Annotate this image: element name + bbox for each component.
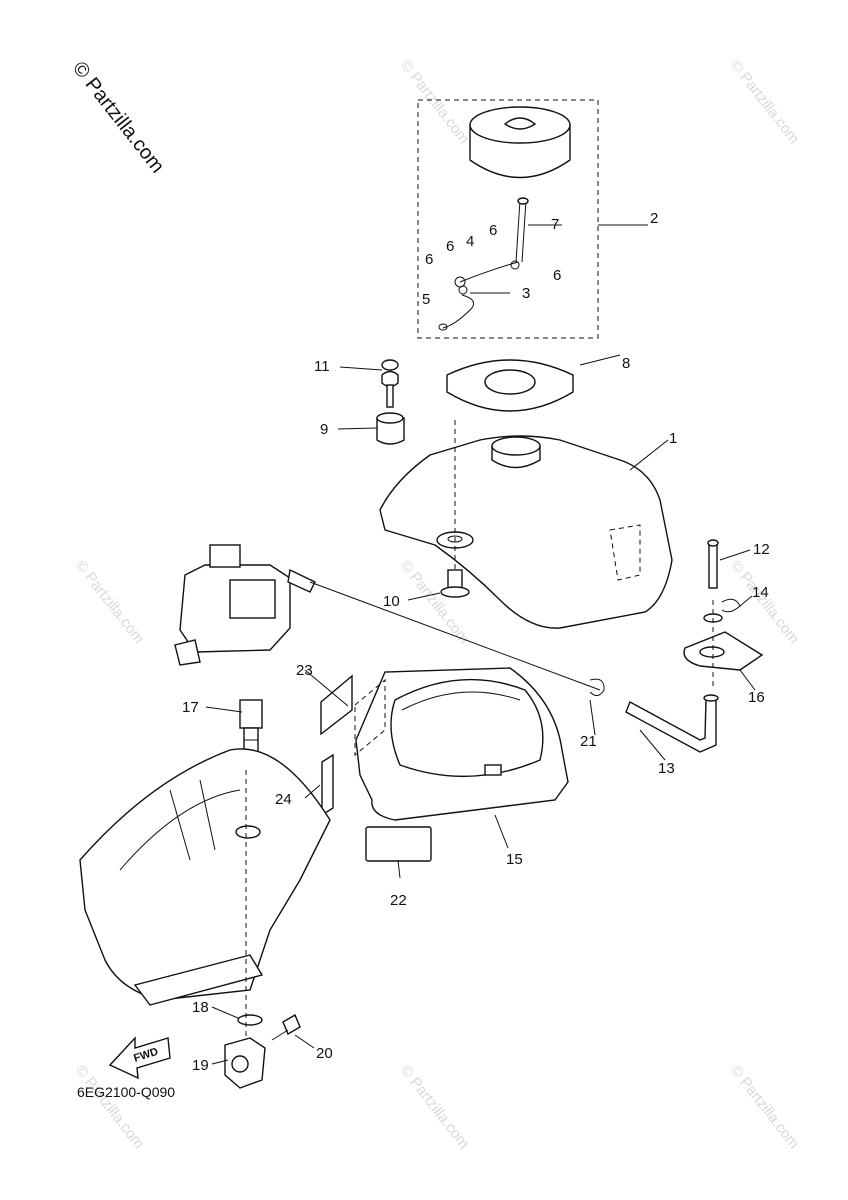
callout-21: 21 — [580, 733, 597, 750]
callout-16: 16 — [748, 689, 765, 706]
callout-4: 4 — [466, 233, 474, 250]
callout-6: 6 — [553, 267, 561, 284]
watermark: © Partzilla.com — [72, 557, 148, 647]
guide-line — [309, 581, 601, 691]
callout-11: 11 — [314, 358, 330, 375]
callout-23: 23 — [296, 662, 313, 679]
callout-6: 6 — [425, 251, 433, 268]
callout-5: 5 — [422, 291, 430, 308]
copyright-brand: © Partzilla.com — [68, 58, 168, 178]
fwd-arrow: FWD — [108, 1036, 171, 1080]
callout-24: 24 — [275, 791, 292, 808]
watermark: © Partzilla.com — [727, 57, 803, 147]
watermark: © Partzilla.com — [397, 57, 473, 147]
fuel-cap — [469, 106, 571, 179]
fuel-hose — [625, 694, 719, 753]
bracket-assembly — [683, 539, 764, 671]
guide-line — [354, 678, 386, 757]
hose-clip — [589, 678, 605, 696]
callout-17: 17 — [182, 699, 199, 716]
diagram-code: 6EG2100-Q090 — [77, 1084, 175, 1100]
callout-12: 12 — [753, 541, 770, 558]
callout-10: 10 — [383, 593, 400, 610]
callout-18: 18 — [192, 999, 209, 1016]
leader-lines — [205, 224, 756, 1065]
switch-bracket — [224, 1013, 301, 1089]
callout-6: 6 — [489, 222, 497, 239]
callout-6: 6 — [446, 238, 454, 255]
lower-cowling — [79, 748, 331, 1006]
carburetor — [174, 544, 316, 666]
callout-22: 22 — [390, 892, 407, 909]
callout-labels: 1 2 3 4 5 6 6 6 6 7 8 9 10 11 12 13 14 1… — [182, 210, 770, 1074]
intake-silencer — [355, 667, 569, 821]
tank-fitting — [440, 569, 470, 598]
label-24 — [321, 753, 334, 817]
callout-7: 7 — [551, 216, 559, 233]
cap-kit-box — [417, 99, 599, 339]
callout-2: 2 — [650, 210, 658, 227]
callout-9: 9 — [320, 421, 328, 438]
gasket — [446, 359, 574, 412]
callout-14: 14 — [752, 584, 769, 601]
callout-15: 15 — [506, 851, 523, 868]
callout-13: 13 — [658, 760, 675, 777]
bolt-grommet — [376, 359, 405, 445]
callout-20: 20 — [316, 1045, 333, 1062]
callout-8: 8 — [622, 355, 630, 372]
callout-1: 1 — [669, 430, 677, 447]
watermark: © Partzilla.com — [727, 1062, 803, 1152]
watermark: © Partzilla.com — [727, 557, 803, 647]
label-22 — [365, 826, 432, 862]
callout-3: 3 — [522, 285, 530, 302]
callout-19: 19 — [192, 1057, 209, 1074]
cap-tether — [438, 197, 529, 331]
label-23 — [320, 674, 353, 736]
watermark: © Partzilla.com — [397, 1062, 473, 1152]
